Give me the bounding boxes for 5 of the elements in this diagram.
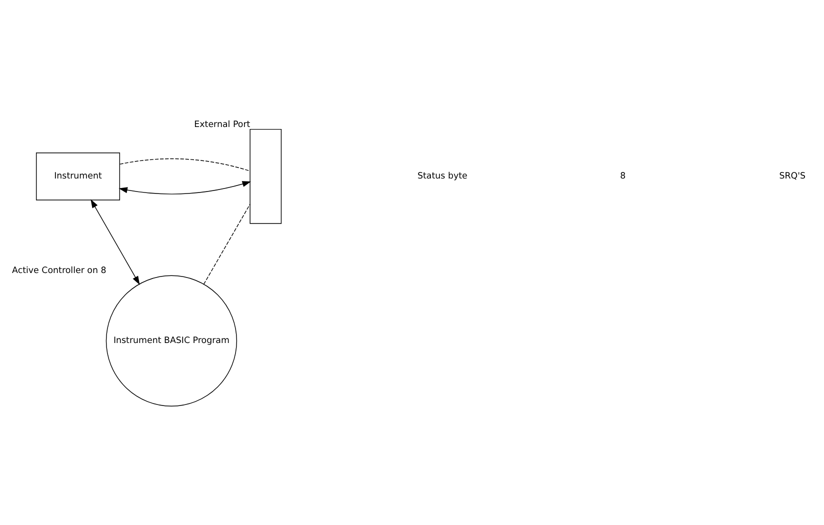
label: SRQ'S xyxy=(779,171,806,182)
node-label: External Port xyxy=(194,119,250,130)
node-label: Active Controller on 8 xyxy=(12,266,106,276)
label: Status byte xyxy=(418,171,468,182)
label: 8 xyxy=(620,171,626,182)
